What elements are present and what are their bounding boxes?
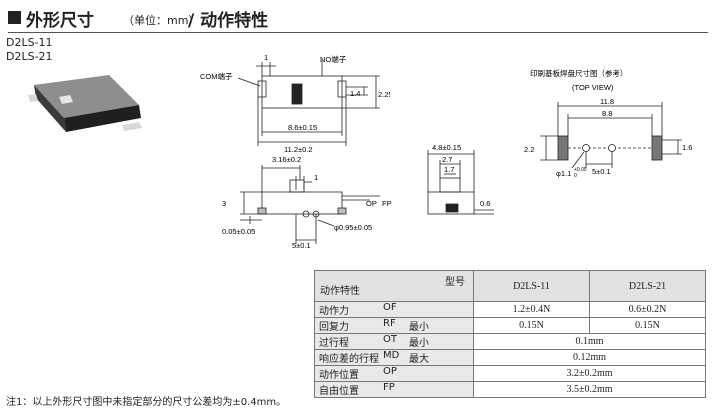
dim-11-8: 11.8 [600, 97, 614, 106]
row-cond [409, 302, 449, 317]
tol-minus: 0 [574, 173, 577, 179]
table-row: 自由位置 FP 3.5±0.2mm [314, 381, 706, 398]
table-header-row: 型号 动作特性 D2LS-11 D2LS-21 [314, 270, 706, 302]
dim-0-05: 0.05±0.05 [222, 227, 255, 236]
row-value-merged: 0.12mm [473, 349, 706, 366]
dim-3-16: 3.16±0.2 [272, 155, 301, 164]
dim-front-1: 1 [314, 173, 318, 182]
table-corner-cell: 型号 动作特性 [314, 270, 474, 302]
pcb-layout-drawing: 印刷基板焊盘尺寸图（参考） (TOP VIEW) 11.8 8.8 2.2 1.… [524, 68, 692, 179]
row-name: 过行程 [319, 338, 349, 349]
dim-0-95: φ0.95±0.05 [334, 223, 372, 232]
row-value-merged: 3.5±0.2mm [473, 381, 706, 398]
header-char-label: 动作特性 [320, 286, 360, 297]
product-illustration [28, 75, 142, 132]
row-cond: 最小 [409, 338, 429, 349]
no-terminal-label: NO端子 [320, 54, 347, 64]
dim-pcb-5: 5±0.1 [592, 167, 611, 176]
row-abbr: MD [383, 350, 400, 361]
com-terminal-label: COM端子 [200, 71, 233, 81]
table-row: 响应差的行程 MD 最大 0.12mm [314, 349, 706, 366]
table-row: 回复力 RF 最小 0.15N 0.15N [314, 317, 706, 334]
column-header-1: D2LS-11 [473, 270, 590, 302]
row-value-1: 1.2±0.4N [473, 301, 590, 318]
row-cond [409, 366, 449, 381]
row-name: 响应差的行程 [319, 354, 379, 365]
row-cond: 最小 [409, 322, 429, 333]
bullet-square-icon [8, 11, 21, 24]
side-view-drawing: 4.8±0.15 2.7 1.7 0.6 [427, 143, 494, 215]
row-value-2: 0.6±0.2N [589, 301, 706, 318]
row-value-merged: 3.2±0.2mm [473, 365, 706, 382]
dim-1-4: 1.4 [350, 89, 360, 98]
row-cond: 最大 [409, 354, 429, 365]
row-value-1: 0.15N [473, 317, 590, 334]
dim-top-1: 1 [264, 54, 268, 62]
dim-2-25: 2.25 [378, 90, 390, 99]
dim-2-2: 2.2 [524, 145, 534, 154]
dim-2-7: 2.7 [442, 155, 452, 164]
row-abbr: FP [383, 382, 395, 393]
dim-4-8: 4.8±0.15 [432, 143, 461, 152]
table-row: 动作位置 OP 3.2±0.2mm [314, 365, 706, 382]
row-name: 自由位置 [319, 386, 359, 397]
front-view-drawing: 3.16±0.2 1 3 OP FP 0.05±0.05 φ0.95±0.05 … [222, 155, 392, 250]
model-label-1: D2LS-11 [6, 36, 53, 49]
op-label: OP [366, 199, 377, 208]
section-title: 外形尺寸 [26, 11, 94, 31]
dim-front-5: 5±0.1 [292, 241, 311, 250]
row-abbr: OF [383, 302, 397, 313]
pcb-view-label: (TOP VIEW) [572, 83, 614, 92]
dim-0-6: 0.6 [480, 199, 490, 208]
unit-label: （单位：mm） [123, 14, 200, 27]
row-abbr: OT [383, 334, 397, 345]
row-abbr: RF [383, 318, 396, 329]
table-row: 动作力 OF 1.2±0.4N 0.6±0.2N [314, 301, 706, 318]
row-name: 回复力 [319, 322, 349, 333]
model-label-2: D2LS-21 [6, 50, 53, 63]
tol-plus: +0.05 [574, 167, 587, 173]
row-cond [409, 382, 449, 397]
characteristics-table: 型号 动作特性 D2LS-11 D2LS-21 动作力 OF 1.2±0.4N … [314, 270, 706, 398]
row-name: 动作位置 [319, 370, 359, 381]
section-subtitle: / 动作特性 [188, 11, 269, 31]
pcb-title: 印刷基板焊盘尺寸图（参考） [530, 68, 628, 78]
row-value-2: 0.15N [589, 317, 706, 334]
top-view-drawing: NO端子 COM端子 1 1.4 2.25 8.6±0.15 11.2±0.2 [200, 54, 390, 154]
row-value-merged: 0.1mm [473, 333, 706, 350]
row-abbr: OP [383, 366, 397, 377]
section-header: 外形尺寸 （单位：mm） / 动作特性 [8, 4, 708, 33]
dim-3: 3 [222, 199, 226, 208]
header-model-label: 型号 [445, 277, 465, 288]
row-name: 动作力 [319, 306, 349, 317]
dim-hole: φ1.1 [556, 169, 571, 178]
dim-11-2: 11.2±0.2 [284, 145, 313, 154]
table-row: 过行程 OT 最小 0.1mm [314, 333, 706, 350]
column-header-2: D2LS-21 [589, 270, 706, 302]
footnote: 注1：以上外形尺寸图中未指定部分的尺寸公差均为±0.4mm。 [6, 397, 287, 408]
dim-8-6: 8.6±0.15 [288, 123, 317, 132]
dim-1-7: 1.7 [444, 165, 454, 174]
dim-8-8: 8.8 [602, 109, 612, 118]
dim-1-6: 1.6 [682, 143, 692, 152]
fp-label: FP [382, 199, 392, 208]
